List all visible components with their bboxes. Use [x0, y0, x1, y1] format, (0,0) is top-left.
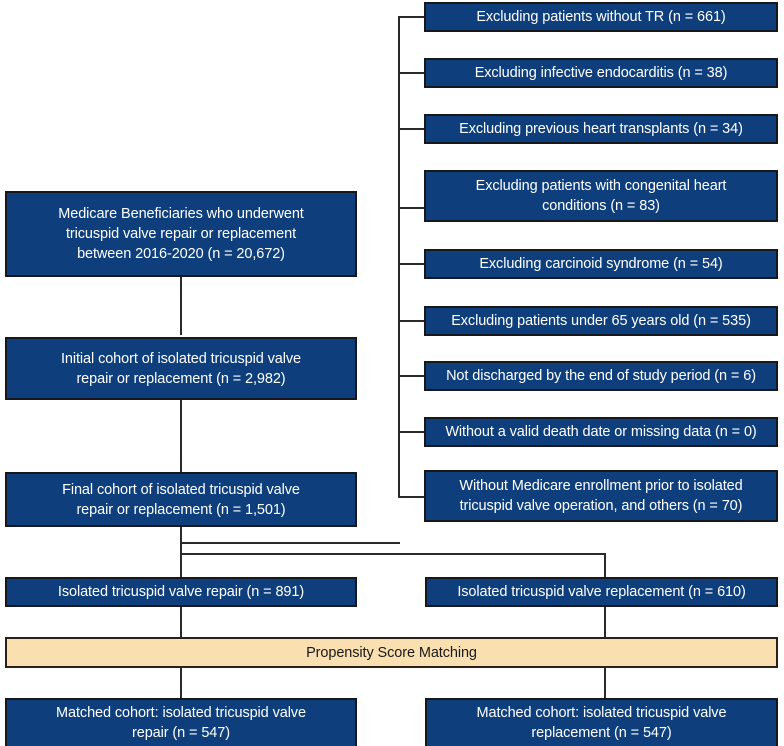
exclusion-box-invalid-death-date[interactable]: Without a valid death date or missing da…	[424, 417, 778, 447]
connector-final-to-split	[180, 527, 182, 555]
connector-branch-excl-8	[398, 431, 426, 433]
connector-split-left-leg	[180, 553, 182, 577]
connector-replacement-to-psm	[604, 607, 606, 637]
connector-branch-excl-6	[398, 320, 426, 322]
connector-exclusion-trunk	[398, 16, 400, 496]
node-final-cohort[interactable]: Final cohort of isolated tricuspid valve…	[5, 472, 357, 527]
connector-source-to-exclusions	[180, 542, 400, 544]
connector-initial-to-final	[180, 400, 182, 472]
exclusion-box-no-tr[interactable]: Excluding patients without TR (n = 661)	[424, 2, 778, 32]
exclusion-box-heart-transplant[interactable]: Excluding previous heart transplants (n …	[424, 114, 778, 144]
exclusion-box-not-discharged[interactable]: Not discharged by the end of study perio…	[424, 361, 778, 391]
connector-branch-excl-1	[398, 16, 426, 18]
connector-split-bar	[180, 553, 606, 555]
connector-branch-excl-2	[398, 72, 426, 74]
connector-branch-excl-9	[398, 496, 426, 498]
connector-repair-to-psm	[180, 607, 182, 637]
connector-source-to-initial	[180, 277, 182, 335]
exclusion-box-no-enrollment[interactable]: Without Medicare enrollment prior to iso…	[424, 470, 778, 522]
connector-psm-to-matched-repair	[180, 668, 182, 698]
exclusion-box-under-65[interactable]: Excluding patients under 65 years old (n…	[424, 306, 778, 336]
exclusion-box-endocarditis[interactable]: Excluding infective endocarditis (n = 38…	[424, 58, 778, 88]
connector-branch-excl-5	[398, 263, 426, 265]
connector-branch-excl-3	[398, 128, 426, 130]
node-arm-repair[interactable]: Isolated tricuspid valve repair (n = 891…	[5, 577, 357, 607]
exclusion-box-carcinoid[interactable]: Excluding carcinoid syndrome (n = 54)	[424, 249, 778, 279]
connector-branch-excl-7	[398, 375, 426, 377]
exclusion-box-congenital[interactable]: Excluding patients with congenital heart…	[424, 170, 778, 222]
node-matched-replacement[interactable]: Matched cohort: isolated tricuspid valve…	[425, 698, 778, 746]
connector-psm-to-matched-replacement	[604, 668, 606, 698]
connector-split-right-leg	[604, 553, 606, 577]
node-propensity-score-matching[interactable]: Propensity Score Matching	[5, 637, 778, 668]
connector-branch-excl-4	[398, 207, 426, 209]
node-initial-cohort[interactable]: Initial cohort of isolated tricuspid val…	[5, 337, 357, 400]
node-arm-replacement[interactable]: Isolated tricuspid valve replacement (n …	[425, 577, 778, 607]
node-source-cohort[interactable]: Medicare Beneficiaries who underwent tri…	[5, 191, 357, 277]
node-matched-repair[interactable]: Matched cohort: isolated tricuspid valve…	[5, 698, 357, 746]
